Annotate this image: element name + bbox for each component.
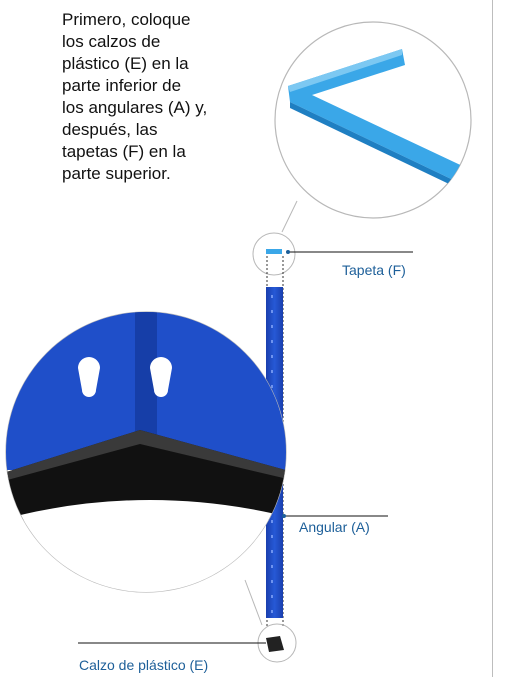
instruction-text: Primero, coloque los calzos de plástico … [62,10,208,183]
angular-label: Angular (A) [299,519,370,535]
cap-zoom-image [288,49,471,194]
calzo-label: Calzo de plástico (E) [79,657,209,673]
foot-part [266,636,284,652]
cap-detail-circle [252,232,296,276]
foot-zoom-circle [5,311,287,593]
tapeta-label: Tapeta (F) [342,262,406,278]
foot-zoom-image [6,312,286,592]
angular-leader-dot [282,514,286,518]
cap-part [266,249,282,254]
cap-zoom-leader [281,200,298,233]
cap-zoom-circle [274,21,472,219]
tapeta-leader-dot [286,250,290,254]
page-margin-rule [492,0,493,677]
foot-zoom-leader [244,579,263,626]
